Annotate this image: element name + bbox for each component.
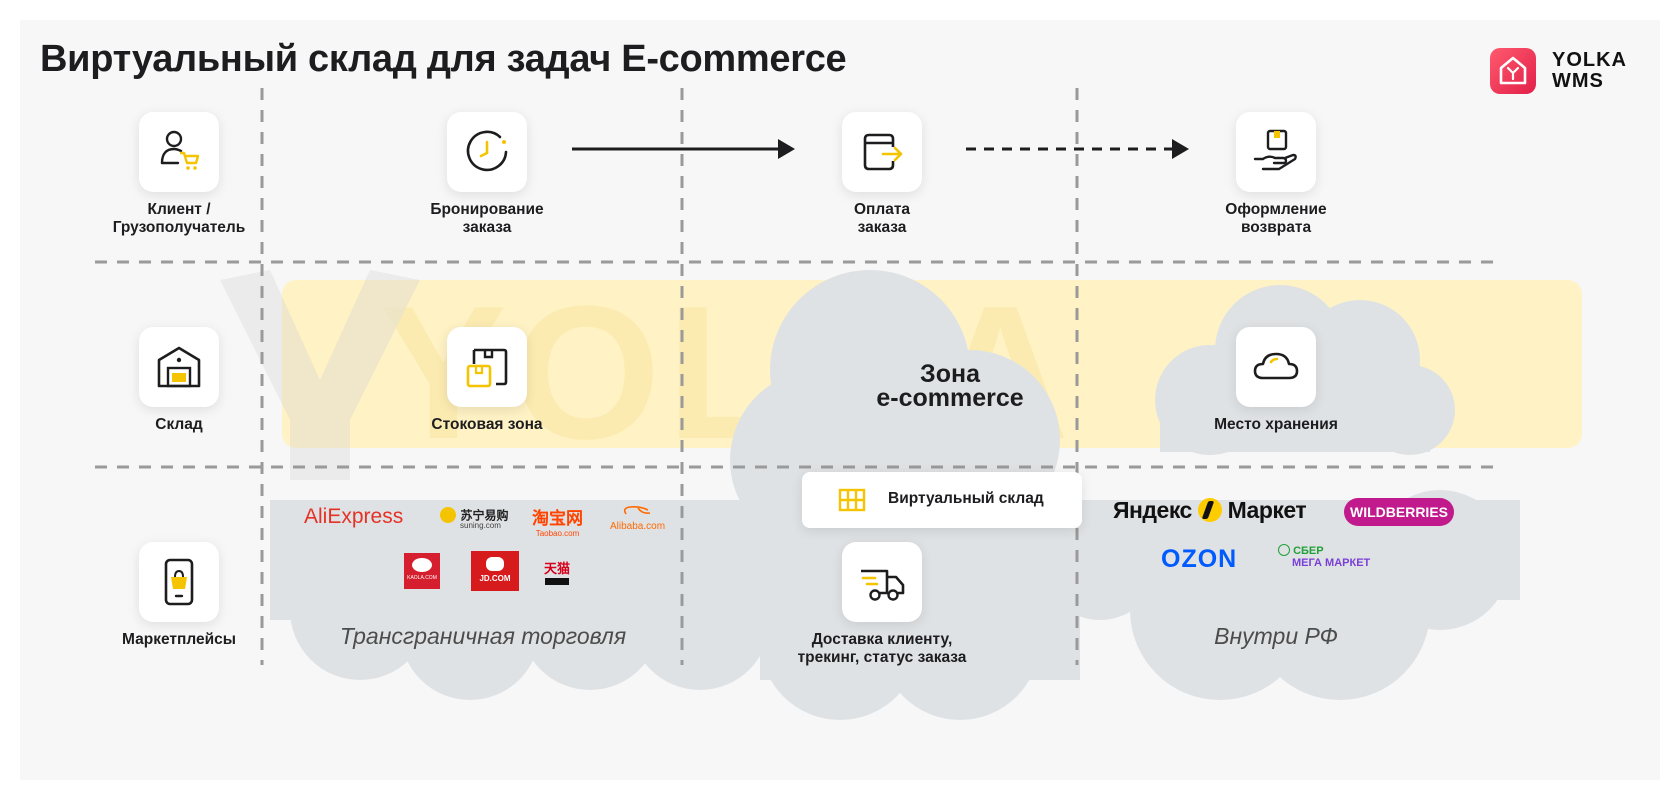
yandex-market-mark-icon xyxy=(1197,498,1222,522)
logo-line-2: WMS xyxy=(1552,70,1604,92)
grid-dividers xyxy=(95,88,1495,665)
page-title: Виртуальный склад для задач E-commerce xyxy=(40,38,847,80)
yolka-wms-logo: YOLKA WMS xyxy=(1490,48,1640,98)
taobao-text: 淘宝网 xyxy=(532,509,583,528)
delivery-label-text: Доставка клиенту, трекинг, статус заказа xyxy=(797,631,967,666)
stock-boxes-icon xyxy=(466,348,508,388)
ecommerce-zone-title: Зона e-commerce xyxy=(830,360,1070,412)
yandex-market-logo: Яндекс Маркет xyxy=(1113,497,1307,524)
flow-arrow-solid xyxy=(572,139,795,159)
marketplaces-tile xyxy=(139,542,219,622)
cross-border-title: Трансграничная торговля xyxy=(339,623,627,649)
jd-logo: JD.COM xyxy=(471,551,519,591)
taobao-sub: Taobao.com xyxy=(535,529,580,538)
warehouse-icon xyxy=(157,346,201,388)
payment-card-icon xyxy=(863,133,903,171)
wildberries-logo: WILDBERRIES xyxy=(1344,498,1454,526)
clock-icon xyxy=(466,130,508,172)
payment-label-text: Оплата заказа xyxy=(853,201,911,236)
alibaba-logo: Alibaba.com xyxy=(610,504,665,532)
sber-mark-icon xyxy=(1278,544,1290,556)
tmall-logo: 天猫 xyxy=(544,558,570,585)
client-label: Клиент / Грузополучатель xyxy=(59,201,299,237)
marketplaces-label: Маркетплейсы xyxy=(122,631,236,648)
domestic-cloud xyxy=(1040,490,1520,700)
return-label: Оформление возврата xyxy=(1156,201,1396,237)
domestic-title: Внутри РФ xyxy=(1214,623,1338,649)
booking-label: Бронирование заказа xyxy=(367,201,607,237)
yandex-right-text: Маркет xyxy=(1227,497,1307,523)
jd-mark-icon xyxy=(486,557,504,571)
payment-tile xyxy=(842,112,922,192)
grid-icon xyxy=(838,488,866,512)
truck-icon xyxy=(861,569,905,601)
logo-text: YOLKA WMS xyxy=(1552,50,1627,92)
taobao-logo: 淘宝网 Taobao.com xyxy=(532,504,583,538)
house-y-icon xyxy=(1499,56,1527,85)
virtual-warehouse-card: Виртуальный склад xyxy=(802,472,1082,528)
virtual-warehouse-label: Виртуальный склад xyxy=(888,490,1044,507)
tmall-mark-icon xyxy=(545,578,569,585)
client-label-text: Клиент / Грузополучатель xyxy=(112,201,246,236)
jd-text: JD.COM xyxy=(479,574,511,583)
stock-zone-label: Стоковая зона xyxy=(431,416,543,433)
logo-line-1: YOLKA xyxy=(1552,49,1627,71)
cross-border-cloud xyxy=(270,500,790,700)
yandex-left-text: Яндекс xyxy=(1113,497,1192,523)
suning-logo: 苏宁易购 suning.com xyxy=(440,506,508,530)
sber-top-text: СБЕР xyxy=(1293,545,1324,557)
cloud-icon xyxy=(1253,352,1299,380)
stock-zone-tile xyxy=(447,327,527,407)
alibaba-text: Alibaba.com xyxy=(610,521,666,532)
delivery-tile xyxy=(842,542,922,622)
suning-text: 苏宁易购 xyxy=(460,508,509,523)
kaola-logo: KAOLA.COM xyxy=(404,553,440,589)
tmall-text: 天猫 xyxy=(544,561,571,576)
storage-place-label: Место хранения xyxy=(1214,416,1338,433)
flow-arrow-dashed xyxy=(966,139,1189,159)
sber-megamarket-logo: СБЕР МЕГА МАРКЕТ xyxy=(1278,544,1370,569)
kaola-text: KAOLA.COM xyxy=(407,575,437,581)
delivery-label: Доставка клиенту, трекинг, статус заказа xyxy=(762,631,1002,667)
suning-sub: suning.com xyxy=(460,521,501,530)
ozon-logo: OZON xyxy=(1161,545,1238,573)
diagram-canvas: YOLKA xyxy=(20,20,1660,780)
warehouse-tile xyxy=(139,327,219,407)
logo-badge xyxy=(1490,48,1536,94)
alibaba-mark-icon xyxy=(623,506,650,515)
payment-label: Оплата заказа xyxy=(762,201,1002,237)
booking-tile xyxy=(447,112,527,192)
client-tile xyxy=(139,112,219,192)
phone-shopping-icon xyxy=(164,558,194,606)
ecommerce-zone-title-text: Зона e-commerce xyxy=(876,360,1024,412)
aliexpress-logo: AliExpress xyxy=(304,505,404,528)
warehouse-label: Склад xyxy=(155,416,203,433)
return-label-text: Оформление возврата xyxy=(1225,201,1327,236)
kaola-mark-icon xyxy=(412,558,432,572)
sber-bottom-text: МЕГА МАРКЕТ xyxy=(1292,557,1371,569)
hand-box-icon xyxy=(1253,129,1297,171)
suning-mark-icon xyxy=(440,506,456,523)
return-tile xyxy=(1236,112,1316,192)
booking-label-text: Бронирование заказа xyxy=(430,201,544,236)
sber-top-line: СБЕР xyxy=(1278,544,1370,557)
storage-place-tile xyxy=(1236,327,1316,407)
user-cart-icon xyxy=(160,130,200,170)
